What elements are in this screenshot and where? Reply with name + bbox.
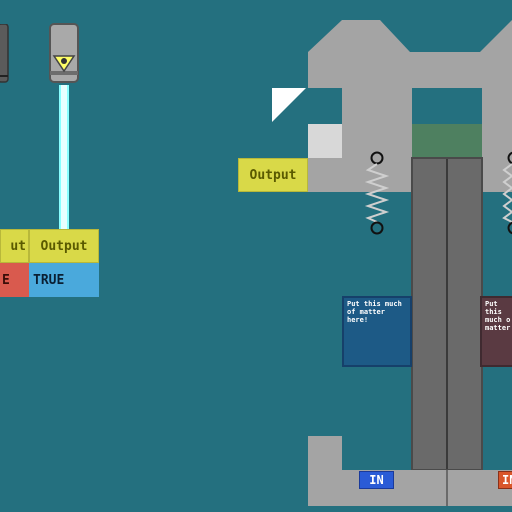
in-badge-left: IN xyxy=(359,471,394,489)
spring-right xyxy=(502,151,512,235)
spring-left xyxy=(364,151,390,235)
matter-zone-left[interactable]: Put this much of matter here! xyxy=(342,296,412,367)
output-label-left: ut xyxy=(0,229,29,263)
warning-lamp-icon xyxy=(49,23,79,83)
value-false: E xyxy=(0,263,29,297)
in-badge-right: IN xyxy=(498,471,512,489)
lamp-icon xyxy=(0,23,9,83)
laser-beam xyxy=(59,85,69,229)
laser-emitter[interactable] xyxy=(48,23,80,85)
left-lamp xyxy=(0,23,10,84)
machine-output-label: Output xyxy=(238,158,308,192)
matter-zone-right[interactable]: Put this much o matter xyxy=(480,296,512,367)
output-label-right: Output xyxy=(29,229,99,263)
value-true: TRUE xyxy=(29,263,99,297)
